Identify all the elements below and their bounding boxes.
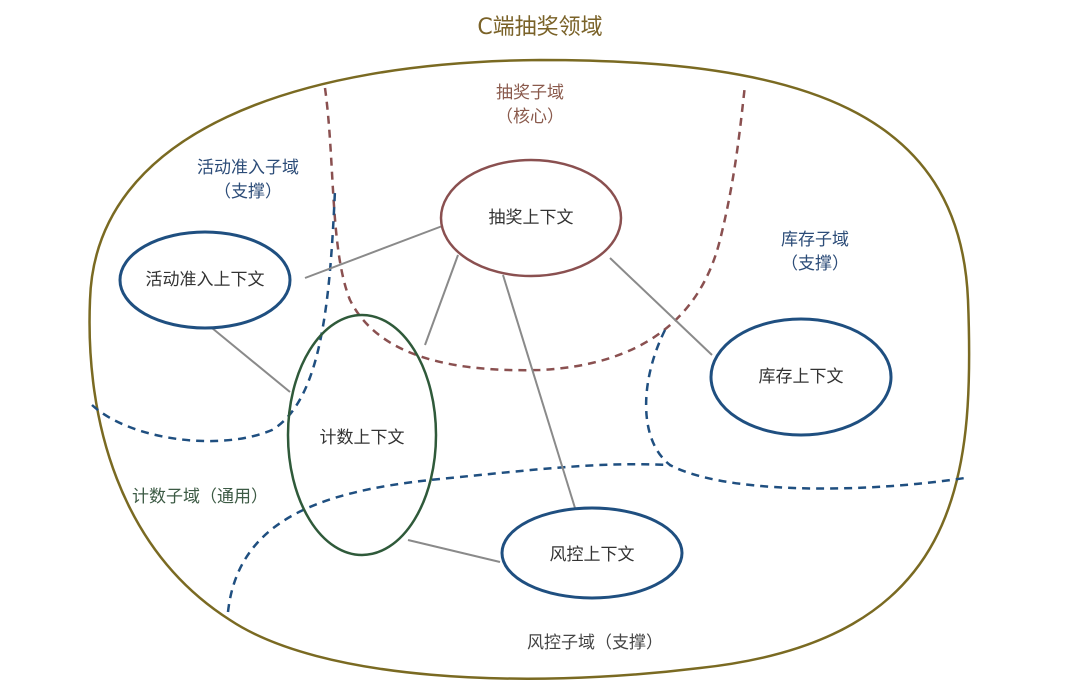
core-subdomain-boundary bbox=[323, 84, 747, 372]
counter-context-label: 计数上下文 bbox=[319, 428, 405, 448]
inventory-context-label: 库存上下文 bbox=[758, 367, 844, 387]
inventory-subdomain-type: （支撑） bbox=[781, 254, 849, 274]
lottery-subdomain-name: 抽奖子域 bbox=[496, 83, 564, 103]
risk-subdomain-label: 风控子域（支撑） bbox=[527, 633, 663, 653]
link-access-counter bbox=[211, 327, 291, 393]
lottery-subdomain-type: （核心） bbox=[496, 107, 564, 127]
counter-context-shape bbox=[286, 313, 438, 557]
domain-title: C端抽奖领域 bbox=[477, 15, 603, 40]
counter-subdomain-label: 计数子域（通用） bbox=[132, 487, 268, 507]
risk-context-label: 风控上下文 bbox=[549, 545, 635, 565]
access-subdomain-boundary bbox=[91, 189, 337, 443]
domain-boundary bbox=[88, 58, 971, 680]
inventory-subdomain-boundary bbox=[644, 329, 966, 490]
access-subdomain-name: 活动准入子域 bbox=[197, 158, 299, 178]
access-context-shape bbox=[118, 230, 292, 330]
link-lottery-counter bbox=[424, 254, 459, 346]
inventory-context-shape bbox=[709, 317, 893, 437]
access-context-label: 活动准入上下文 bbox=[145, 270, 265, 290]
link-lottery-risk bbox=[502, 274, 576, 509]
lottery-subdomain-label: 抽奖子域 （核心） bbox=[496, 81, 564, 129]
link-counter-risk bbox=[407, 539, 501, 563]
link-lottery-inventory bbox=[609, 257, 713, 356]
access-subdomain-type: （支撑） bbox=[214, 182, 282, 202]
link-access-lottery bbox=[304, 224, 446, 279]
inventory-subdomain-name: 库存子域 bbox=[781, 230, 849, 250]
access-subdomain-label: 活动准入子域 （支撑） bbox=[197, 156, 299, 204]
risk-subdomain-boundary bbox=[226, 462, 671, 613]
lottery-context-shape bbox=[439, 158, 623, 278]
risk-context-shape bbox=[500, 506, 684, 600]
inventory-subdomain-label: 库存子域 （支撑） bbox=[781, 228, 849, 276]
lottery-context-label: 抽奖上下文 bbox=[488, 208, 574, 228]
